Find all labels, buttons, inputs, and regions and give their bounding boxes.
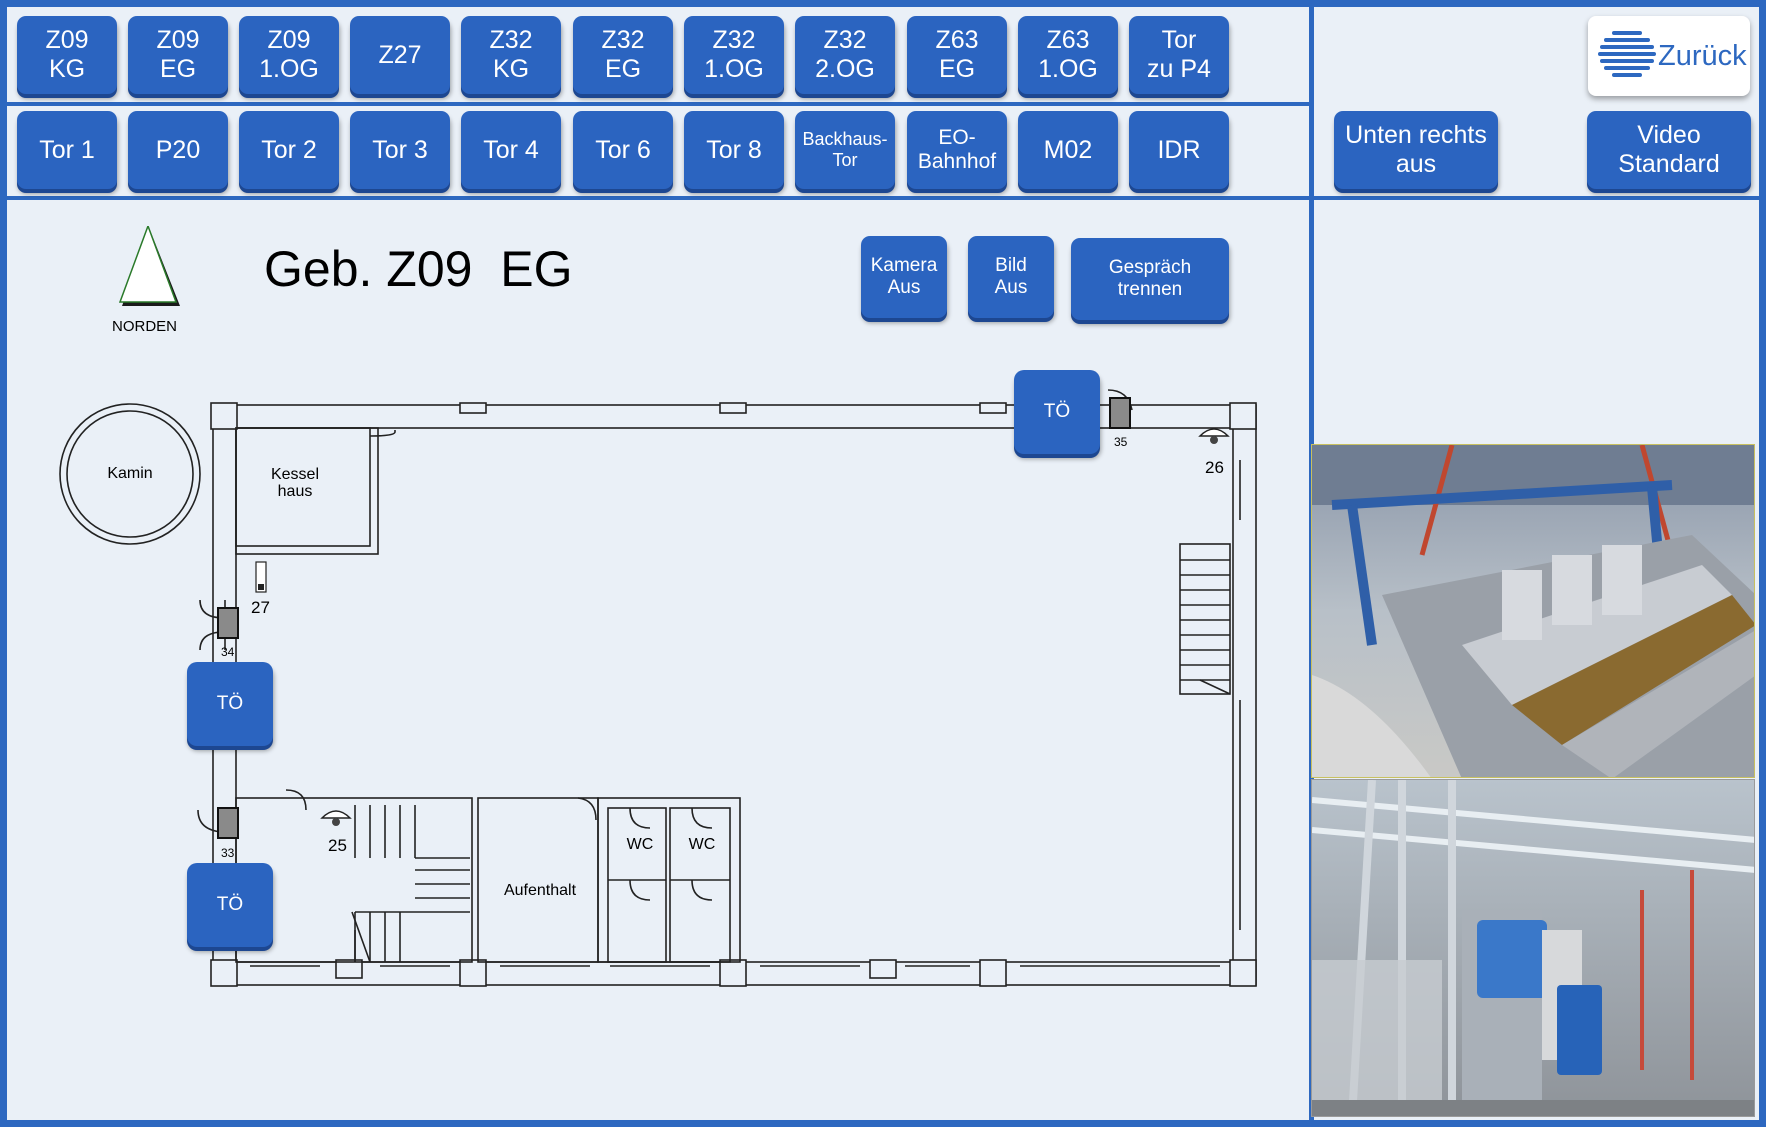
nav-tor-3[interactable]: Tor 3 [350, 111, 450, 189]
nav-backhaus-tor[interactable]: Backhaus- Tor [795, 111, 895, 189]
nav-z27[interactable]: Z27 [350, 16, 450, 94]
nav-z32-1og[interactable]: Z32 1.OG [684, 16, 784, 94]
door-label-33: 33 [221, 846, 235, 860]
room-aufenthalt: Aufenthalt [503, 882, 577, 899]
room-wc-1: WC [626, 836, 654, 853]
nav-tor-2[interactable]: Tor 2 [239, 111, 339, 189]
nav-z32-kg[interactable]: Z32 KG [461, 16, 561, 94]
nav-z09-1og[interactable]: Z09 1.OG [239, 16, 339, 94]
camera-label-27: 27 [251, 598, 270, 617]
room-kamin: Kamin [107, 465, 153, 482]
company-logo-icon [1598, 31, 1656, 77]
divider-row1 [7, 102, 1313, 106]
nav-z63-1og[interactable]: Z63 1.OG [1018, 16, 1118, 94]
video-standard-button[interactable]: Video Standard [1587, 111, 1751, 189]
nav-tor-4[interactable]: Tor 4 [461, 111, 561, 189]
nav-z09-kg[interactable]: Z09 KG [17, 16, 117, 94]
nav-p20[interactable]: P20 [128, 111, 228, 189]
bottom-right-off-button[interactable]: Unten rechts aus [1334, 111, 1498, 189]
north-arrow-icon [118, 226, 180, 306]
camera-feed-top-image [1312, 445, 1754, 777]
north-label: NORDEN [112, 318, 178, 335]
nav-tor-1[interactable]: Tor 1 [17, 111, 117, 189]
nav-tor-6[interactable]: Tor 6 [573, 111, 673, 189]
camera-feed-bottom [1311, 779, 1755, 1117]
back-button[interactable]: Zurück [1588, 16, 1750, 96]
nav-idr[interactable]: IDR [1129, 111, 1229, 189]
nav-tor-zu-p4[interactable]: Tor zu P4 [1129, 16, 1229, 94]
door-contact-icons [217, 397, 1131, 839]
room-kesselhaus: Kessel haus [270, 466, 320, 500]
back-button-label: Zurück [1658, 39, 1747, 72]
door-open-button-left-lower[interactable]: TÖ [187, 863, 273, 947]
nav-z32-2og[interactable]: Z32 2.OG [795, 16, 895, 94]
camera-feed-bottom-image [1312, 780, 1754, 1116]
nav-z63-eg[interactable]: Z63 EG [907, 16, 1007, 94]
image-off-button[interactable]: Bild Aus [968, 236, 1054, 318]
nav-tor-8[interactable]: Tor 8 [684, 111, 784, 189]
divider-header [7, 196, 1759, 200]
nav-z09-eg[interactable]: Z09 EG [128, 16, 228, 94]
nav-m02[interactable]: M02 [1018, 111, 1118, 189]
door-open-button-left-upper[interactable]: TÖ [187, 662, 273, 746]
camera-label-26: 26 [1205, 458, 1224, 477]
nav-z32-eg[interactable]: Z32 EG [573, 16, 673, 94]
camera-feed-top [1311, 444, 1755, 778]
nav-eo-bahnhof[interactable]: EO- Bahnhof [907, 111, 1007, 189]
camera-label-25: 25 [328, 836, 347, 855]
door-label-34: 34 [221, 645, 235, 659]
hangup-button[interactable]: Gespräch trennen [1071, 238, 1229, 320]
page-title: Geb. Z09 EG [264, 241, 573, 297]
camera-icons [255, 428, 1230, 826]
room-wc-2: WC [688, 836, 716, 853]
door-open-button-top[interactable]: TÖ [1014, 370, 1100, 454]
camera-off-button[interactable]: Kamera Aus [861, 236, 947, 318]
door-label-35: 35 [1114, 435, 1128, 449]
